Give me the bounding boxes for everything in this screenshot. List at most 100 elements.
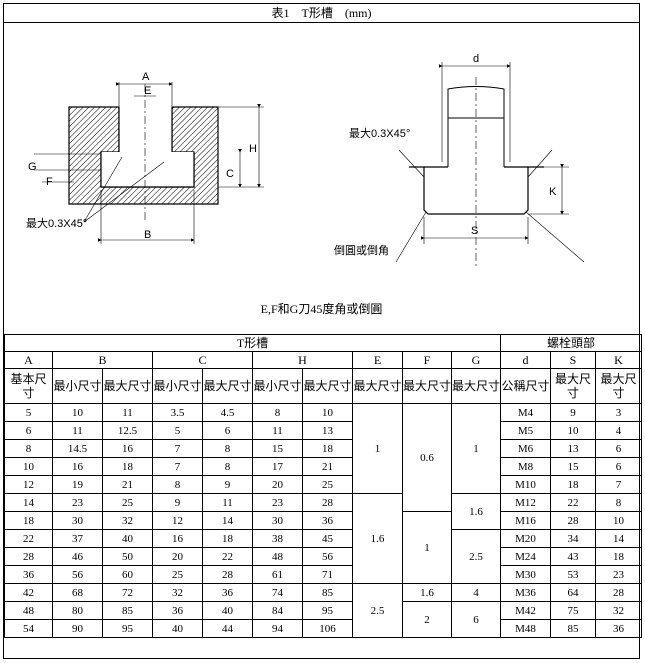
col-F: F [402,351,452,369]
cell-Cmin: 12 [152,511,203,530]
cell-Bmax: 25 [102,493,153,512]
cell-A: 36 [4,565,53,584]
group-header-bolt: 螺栓頭部 [499,334,643,352]
cell-A: 10 [4,457,53,476]
cell-A: 48 [4,601,53,620]
cell-d: M30 [500,565,551,584]
cell-d: M5 [500,421,551,440]
cell-K: 14 [594,529,643,548]
cell-d: M24 [500,547,551,566]
sub-max: 最大尺寸 [352,368,403,404]
cell-Cmin: 32 [152,583,203,602]
cell-Bmin: 23 [52,493,103,512]
cell-Bmin: 80 [52,601,103,620]
cell-Bmax: 72 [102,583,153,602]
cell-Cmin: 16 [152,529,203,548]
cell-Cmax: 8 [202,439,253,458]
t-slot-section: A E G F C H [26,71,264,244]
technical-drawing: A E G F C H [4,22,639,335]
cell-G: 1.6 [451,493,501,530]
dimension-table: T形槽 螺栓頭部 A B C H E F G d S K 基本尺寸 最小尺寸 最… [4,334,643,638]
cell-Bmax: 16 [102,439,153,458]
group-header-slot: T形槽 [4,334,501,352]
cell-F: 1 [402,511,452,584]
label-d: d [473,53,479,65]
cell-G: 4 [451,583,501,602]
cell-Hmin: 30 [252,511,303,530]
cell-d: M42 [500,601,551,620]
table-number: 表1 [271,6,290,20]
cell-Bmax: 50 [102,547,153,566]
cell-d: M48 [500,619,551,638]
cell-S: 13 [550,439,596,458]
table-unit: (mm) [344,6,372,20]
sub-nominal: 公稱尺寸 [500,368,551,404]
cell-Hmin: 61 [252,565,303,584]
cell-d: M16 [500,511,551,530]
drawing-svg: A E G F C H [26,53,585,267]
cell-A: 42 [4,583,53,602]
cell-Hmin: 11 [252,421,303,440]
cell-Cmax: 8 [202,457,253,476]
cell-Cmin: 36 [152,601,203,620]
cell-Bmax: 18 [102,457,153,476]
sub-min: 最小尺寸 [252,368,303,404]
col-d: d [500,351,551,369]
cell-Bmax: 32 [102,511,153,530]
cell-A: 28 [4,547,53,566]
cell-Cmin: 25 [152,565,203,584]
cell-S: 18 [550,475,596,494]
sub-max: 最大尺寸 [302,368,353,404]
cell-Bmax: 12.5 [102,421,153,440]
cell-S: 85 [550,619,596,638]
cell-A: 6 [4,421,53,440]
col-H: H [252,351,353,369]
cell-Bmin: 68 [52,583,103,602]
cell-Bmin: 16 [52,457,103,476]
cell-Cmin: 8 [152,475,203,494]
cell-Bmin: 37 [52,529,103,548]
cell-Hmax: 106 [302,619,353,638]
cell-Hmax: 36 [302,511,353,530]
cell-d: M10 [500,475,551,494]
cell-S: 9 [550,403,596,422]
cell-Hmin: 94 [252,619,303,638]
cell-Hmin: 84 [252,601,303,620]
cell-K: 6 [594,457,643,476]
cell-S: 28 [550,511,596,530]
cell-Bmin: 30 [52,511,103,530]
cell-K: 4 [594,421,643,440]
cell-G: 6 [451,601,501,638]
cell-Cmin: 3.5 [152,403,203,422]
cell-Hmax: 10 [302,403,353,422]
label-round-or-chamfer: 倒圓或倒角 [334,244,389,257]
cell-Cmax: 36 [202,583,253,602]
cell-Cmax: 11 [202,493,253,512]
cell-Hmin: 15 [252,439,303,458]
label-S: S [471,225,478,237]
cell-A: 5 [4,403,53,422]
cell-E: 1.6 [352,493,403,584]
cell-Bmin: 56 [52,565,103,584]
cell-Hmin: 20 [252,475,303,494]
cell-S: 43 [550,547,596,566]
bolt-head: d 最大0.3X45° K [334,53,585,267]
cell-K: 8 [594,493,643,512]
cell-d: M6 [500,439,551,458]
cell-G: 1 [451,403,501,494]
cell-S: 53 [550,565,596,584]
cell-Hmin: 8 [252,403,303,422]
cell-Hmin: 17 [252,457,303,476]
sub-max: 最大尺寸 [550,368,596,404]
label-G: G [28,161,37,173]
label-right-chamfer: 最大0.3X45° [349,126,410,140]
